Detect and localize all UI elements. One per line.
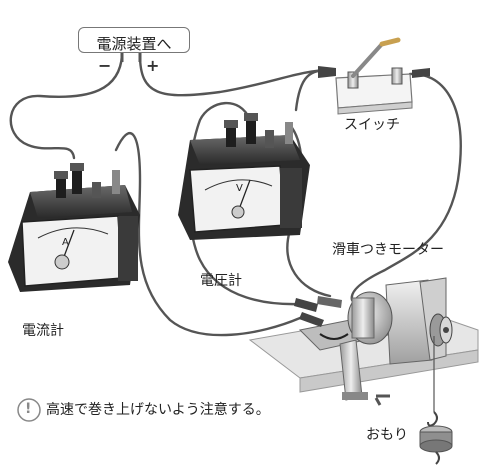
voltmeter-terminals <box>224 113 293 148</box>
pulley-motor <box>294 277 453 465</box>
knife-switch <box>318 37 430 115</box>
ammeter-dial-letter: A <box>62 237 69 248</box>
power-supply-leads <box>120 53 142 62</box>
ammeter <box>8 163 140 292</box>
weight-label: おもり <box>366 427 408 443</box>
caution-icon <box>17 398 41 422</box>
switch-label: スイッチ <box>344 117 400 133</box>
caution-mark: ! <box>25 401 32 417</box>
motor-label: 滑車つきモーター <box>332 242 444 258</box>
plus-sign: + <box>146 56 160 75</box>
ammeter-terminals <box>54 163 120 198</box>
voltmeter-dial-letter: V <box>236 183 243 194</box>
voltmeter <box>178 113 310 240</box>
minus-sign: − <box>98 56 112 75</box>
power-supply-box: 電源装置へ <box>78 27 190 53</box>
voltmeter-label: 電圧計 <box>200 273 242 289</box>
caution-text: 高速で巻き上げないよう注意する。 <box>46 402 270 418</box>
ammeter-label: 電流計 <box>22 323 64 339</box>
power-supply-label: 電源装置へ <box>96 35 172 53</box>
